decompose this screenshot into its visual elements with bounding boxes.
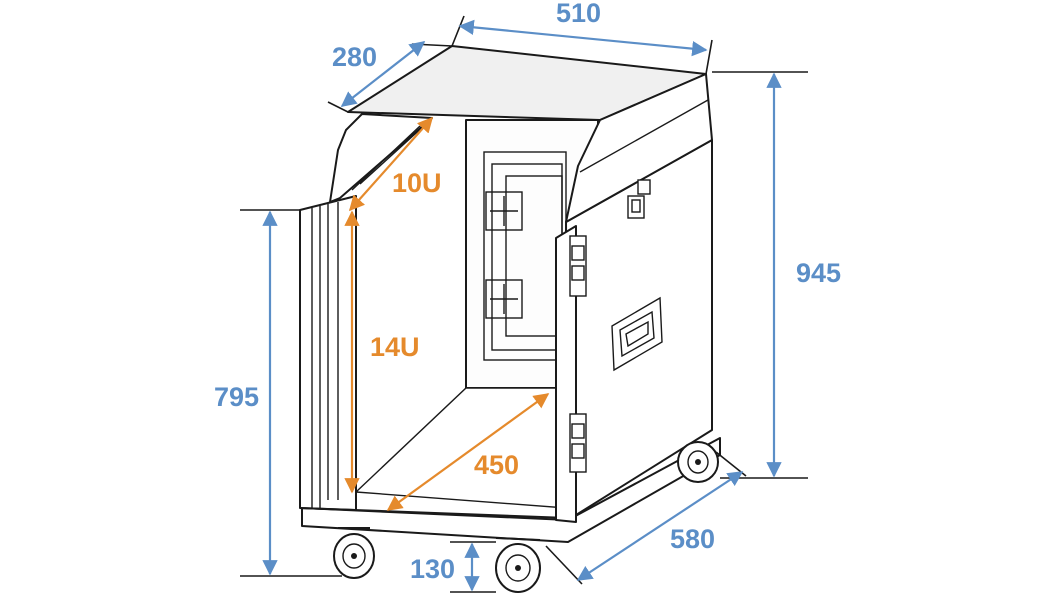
label-inner-depth: 450 — [474, 450, 519, 480]
rack-arrows — [344, 116, 550, 511]
latch-lower — [569, 413, 587, 473]
dimension-wheel-height: 130 — [410, 554, 455, 584]
wheel-front-left — [333, 527, 375, 579]
dimension-arrows — [262, 19, 782, 592]
lid-latch — [627, 179, 651, 219]
wheel-back-right — [677, 441, 719, 483]
side-handle — [611, 296, 663, 372]
dimension-total-height: 945 — [796, 258, 841, 288]
dimension-depth: 580 — [670, 524, 715, 554]
label-upper-units: 10U — [392, 168, 442, 198]
dimension-top-depth: 280 — [332, 42, 377, 72]
dimension-top-width: 510 — [556, 0, 601, 28]
latch-upper — [569, 235, 587, 297]
label-lower-units: 14U — [370, 332, 420, 362]
extension-lines — [240, 15, 808, 593]
dimension-body-height: 795 — [214, 382, 259, 412]
wheel-front-right — [495, 537, 541, 593]
